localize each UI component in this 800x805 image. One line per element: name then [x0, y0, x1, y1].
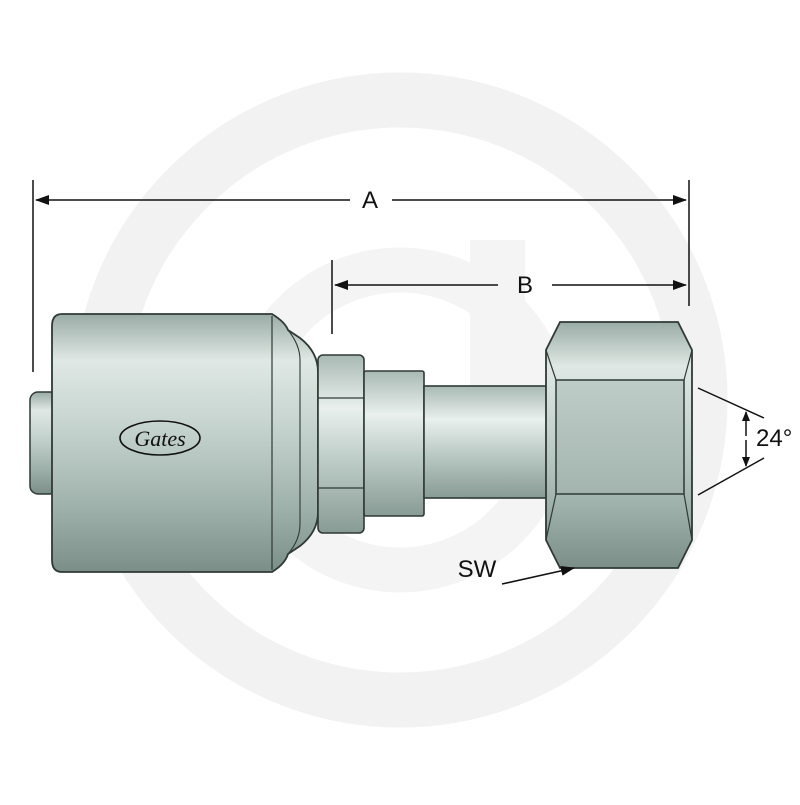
- step-ring: [363, 370, 425, 517]
- angle-label: 24°: [756, 425, 792, 452]
- wrench-size-callout: SW: [458, 556, 575, 585]
- tube: [423, 385, 549, 499]
- dimension-b: B: [334, 272, 687, 299]
- angle-dimension: 24°: [697, 387, 792, 496]
- gates-logo-icon: Gates: [119, 420, 201, 456]
- wrench-size-label: SW: [458, 556, 497, 583]
- dimension-a-label: A: [362, 187, 378, 214]
- collar-hex: [317, 354, 365, 534]
- swivel-nut: [545, 321, 693, 569]
- brand-logo-text: Gates: [134, 426, 185, 451]
- ferrule-body: [51, 313, 319, 573]
- extension-lines: [32, 180, 690, 372]
- dimension-a: A: [35, 187, 687, 214]
- dimension-b-label: B: [517, 272, 533, 299]
